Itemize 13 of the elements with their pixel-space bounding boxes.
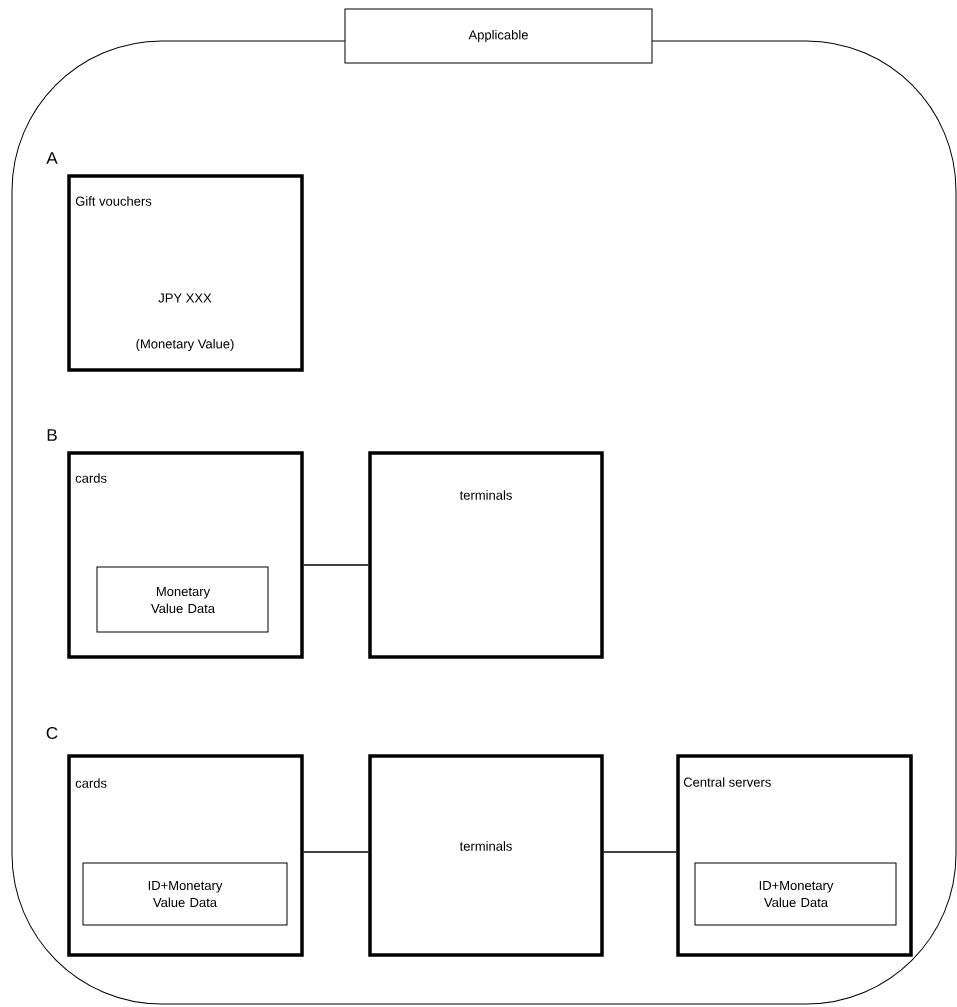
connector-line [603,851,677,853]
connector-line [303,851,369,853]
data-box: Monetary Value Data [96,566,269,633]
section-letter: B [47,429,57,441]
title-box: Applicable [344,8,653,64]
data-box: ID+Monetary Value Data [82,862,288,926]
connector-line [303,564,369,566]
section-letter: A [46,152,58,164]
component-box: terminals [368,451,604,659]
section-letter: C [46,727,58,740]
component-box: terminals [368,754,604,957]
component-box: Gift vouchers JPY XXX (Monetary Value) [67,174,304,372]
data-box: ID+Monetary Value Data [694,862,897,926]
